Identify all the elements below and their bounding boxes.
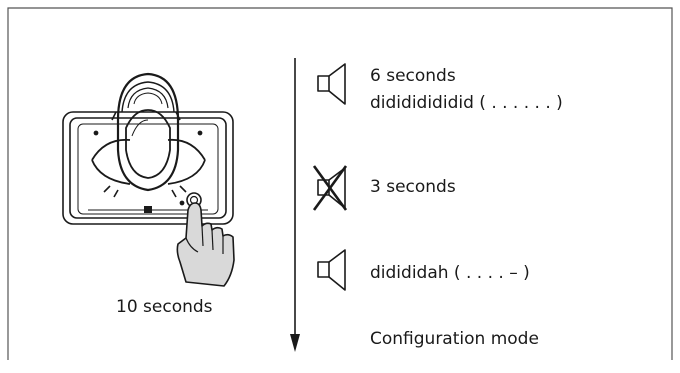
step-1-sound: didididididid ( . . . . . . ) bbox=[370, 93, 563, 113]
result-mode-label: Configuration mode bbox=[370, 329, 539, 349]
frame-border bbox=[7, 7, 673, 360]
siren-device-illustration bbox=[62, 72, 234, 225]
press-duration-label: 10 seconds bbox=[116, 297, 213, 317]
step-2-duration: 3 seconds bbox=[370, 177, 456, 197]
speaker-icon bbox=[317, 63, 346, 105]
hand-pressing-icon bbox=[176, 202, 235, 287]
timeline-arrow bbox=[290, 58, 300, 352]
step-1-duration: 6 seconds bbox=[370, 66, 456, 86]
step-3-sound: didididah ( . . . . – ) bbox=[370, 263, 530, 283]
speaker-muted-icon bbox=[312, 165, 348, 211]
speaker-icon bbox=[317, 249, 346, 291]
